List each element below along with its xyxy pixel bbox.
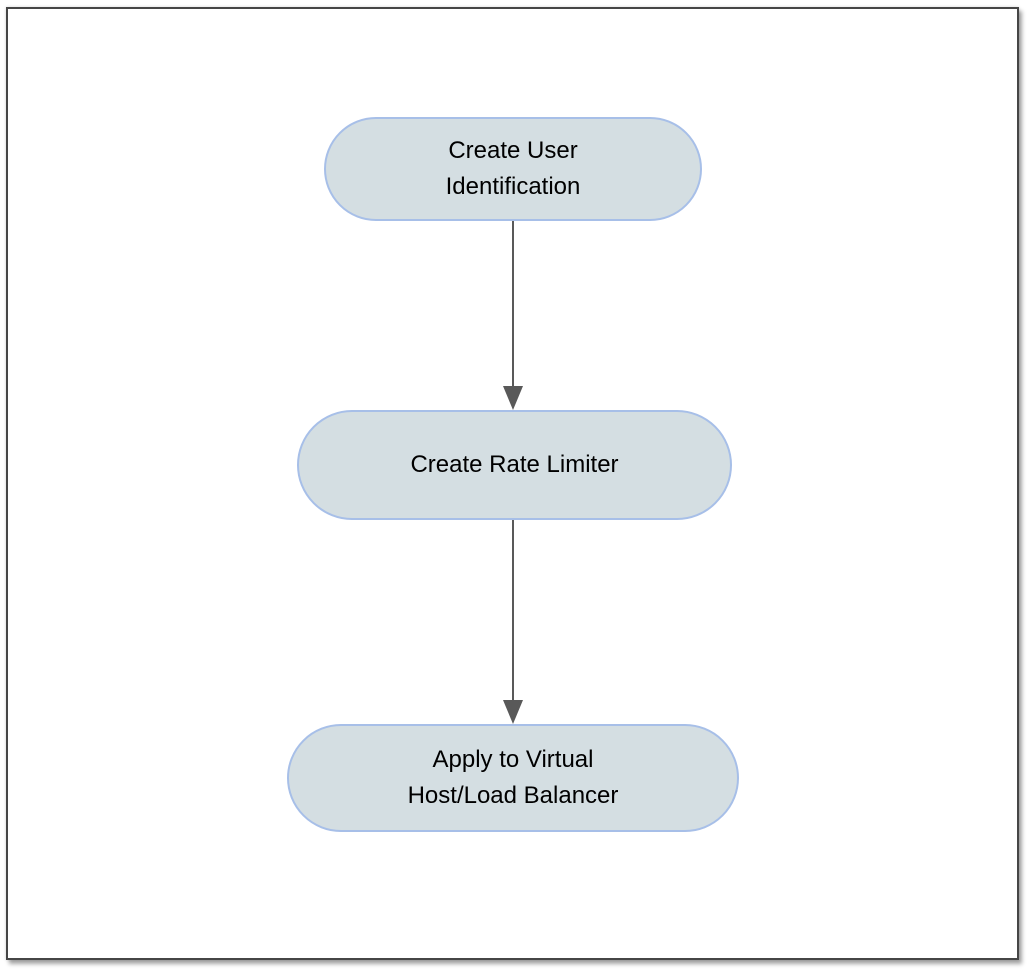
page-frame: Create User Identification Create Rate L… [6, 7, 1019, 960]
node-apply-to-virtual-host-load-balancer: Apply to Virtual Host/Load Balancer [287, 724, 739, 832]
node-label-line: Identification [445, 173, 581, 200]
edge-1-connector [503, 221, 523, 410]
node-label-line: Create Rate Limiter [410, 451, 619, 478]
node-label-line: Create User [448, 137, 578, 164]
node-create-rate-limiter: Create Rate Limiter [297, 410, 732, 520]
edge-2-connector [503, 520, 523, 724]
node-label-line: Host/Load Balancer [407, 782, 619, 809]
node-create-user-identification: Create User Identification [324, 117, 702, 221]
arrowhead-down-icon [503, 386, 523, 410]
node-label-line: Apply to Virtual [432, 746, 594, 773]
arrowhead-down-icon [503, 700, 523, 724]
